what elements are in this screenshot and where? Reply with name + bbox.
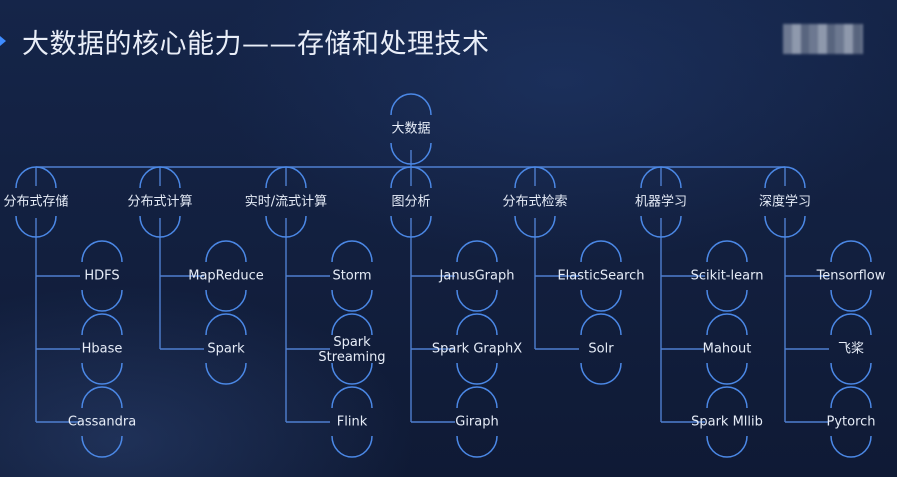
item-node-label: Tensorflow — [816, 269, 886, 284]
item-node-label: Storm — [332, 269, 371, 284]
item-node-label: Solr — [588, 342, 614, 357]
item-node-arc-bottom — [706, 435, 748, 458]
item-node-arc-bottom — [830, 362, 872, 385]
item-node-arc-bottom — [706, 362, 748, 385]
item-node-arc-bottom — [830, 289, 872, 312]
category-node-label: 实时/流式计算 — [245, 195, 327, 210]
item-node-arc-bottom — [81, 362, 123, 385]
item-node-arc-bottom — [580, 362, 622, 385]
category-node-arc-bottom — [514, 215, 556, 238]
root-node-arc-bottom — [390, 142, 432, 165]
item-node-arc-top — [830, 240, 872, 263]
item-node-arc-bottom — [331, 289, 373, 312]
item-node-arc-top — [580, 313, 622, 336]
item-node-arc-top — [830, 386, 872, 409]
category-node-arc-top — [764, 166, 806, 189]
category-node-arc-bottom — [764, 215, 806, 238]
item-node-label: Scikit-learn — [691, 269, 764, 284]
item-node-label: Spark — [207, 342, 245, 357]
category-node-label: 分布式计算 — [127, 195, 192, 210]
category-node-arc-top — [15, 166, 57, 189]
category-node-label: 机器学习 — [635, 194, 687, 210]
category-node-arc-top — [640, 166, 682, 189]
item-node-arc-bottom — [205, 362, 247, 385]
item-node-arc-bottom — [456, 435, 498, 458]
item-node-arc-top — [331, 386, 373, 409]
category-node-label: 深度学习 — [759, 194, 811, 210]
item-node-label: ElasticSearch — [557, 269, 644, 284]
category-node-arc-top — [139, 166, 181, 189]
category-node-label: 分布式存储 — [3, 195, 68, 210]
blurred-logo — [783, 24, 863, 54]
item-node-arc-bottom — [331, 435, 373, 458]
category-node-arc-bottom — [640, 215, 682, 238]
item-node-arc-top — [456, 313, 498, 336]
item-node-label: Hbase — [82, 342, 123, 357]
root-node-label: 大数据 — [391, 122, 430, 137]
title-marker — [0, 36, 6, 46]
item-node-arc-top — [456, 240, 498, 263]
item-node-arc-top — [81, 386, 123, 409]
item-node-arc-bottom — [331, 362, 373, 385]
item-node-label: Flink — [337, 415, 368, 430]
category-node-arc-bottom — [390, 215, 432, 238]
item-node-arc-top — [81, 313, 123, 336]
page-title: 大数据的核心能力——存储和处理技术 — [22, 29, 490, 60]
item-node-arc-top — [456, 386, 498, 409]
category-node-arc-top — [265, 166, 307, 189]
item-node-arc-top — [830, 313, 872, 336]
item-node-arc-bottom — [580, 289, 622, 312]
item-node-label: Mahout — [703, 342, 752, 357]
item-node-label: Spark GraphX — [432, 342, 522, 357]
item-node-label: Giraph — [455, 415, 499, 430]
item-node-label: MapReduce — [188, 269, 264, 284]
item-node-arc-bottom — [706, 289, 748, 312]
category-node-label: 分布式检索 — [502, 195, 567, 210]
category-node-arc-bottom — [139, 215, 181, 238]
item-node-arc-bottom — [81, 289, 123, 312]
item-node-arc-bottom — [830, 435, 872, 458]
item-node-arc-top — [205, 313, 247, 336]
item-node-label: Spark Mllib — [691, 415, 763, 430]
item-node-arc-top — [81, 240, 123, 263]
item-node-label: 飞桨 — [838, 341, 864, 357]
item-node-arc-top — [706, 386, 748, 409]
item-node-label: Cassandra — [68, 415, 136, 430]
item-node-arc-top — [706, 313, 748, 336]
root-node-arc-top — [390, 93, 432, 116]
category-node-arc-bottom — [15, 215, 57, 238]
item-node-arc-top — [706, 240, 748, 263]
item-node-label: Pytorch — [826, 415, 875, 430]
item-node-arc-top — [205, 240, 247, 263]
category-node-label: 图分析 — [391, 195, 430, 210]
item-node-arc-top — [331, 313, 373, 336]
item-node-arc-bottom — [456, 362, 498, 385]
item-node-arc-bottom — [81, 435, 123, 458]
item-node-arc-bottom — [456, 289, 498, 312]
item-node-label: HDFS — [84, 269, 119, 284]
category-node-arc-top — [514, 166, 556, 189]
item-node-arc-top — [331, 240, 373, 263]
category-node-arc-bottom — [265, 215, 307, 238]
item-node-arc-top — [580, 240, 622, 263]
category-node-arc-top — [390, 166, 432, 189]
item-node-label: JanusGraph — [439, 269, 515, 284]
item-node-arc-bottom — [205, 289, 247, 312]
